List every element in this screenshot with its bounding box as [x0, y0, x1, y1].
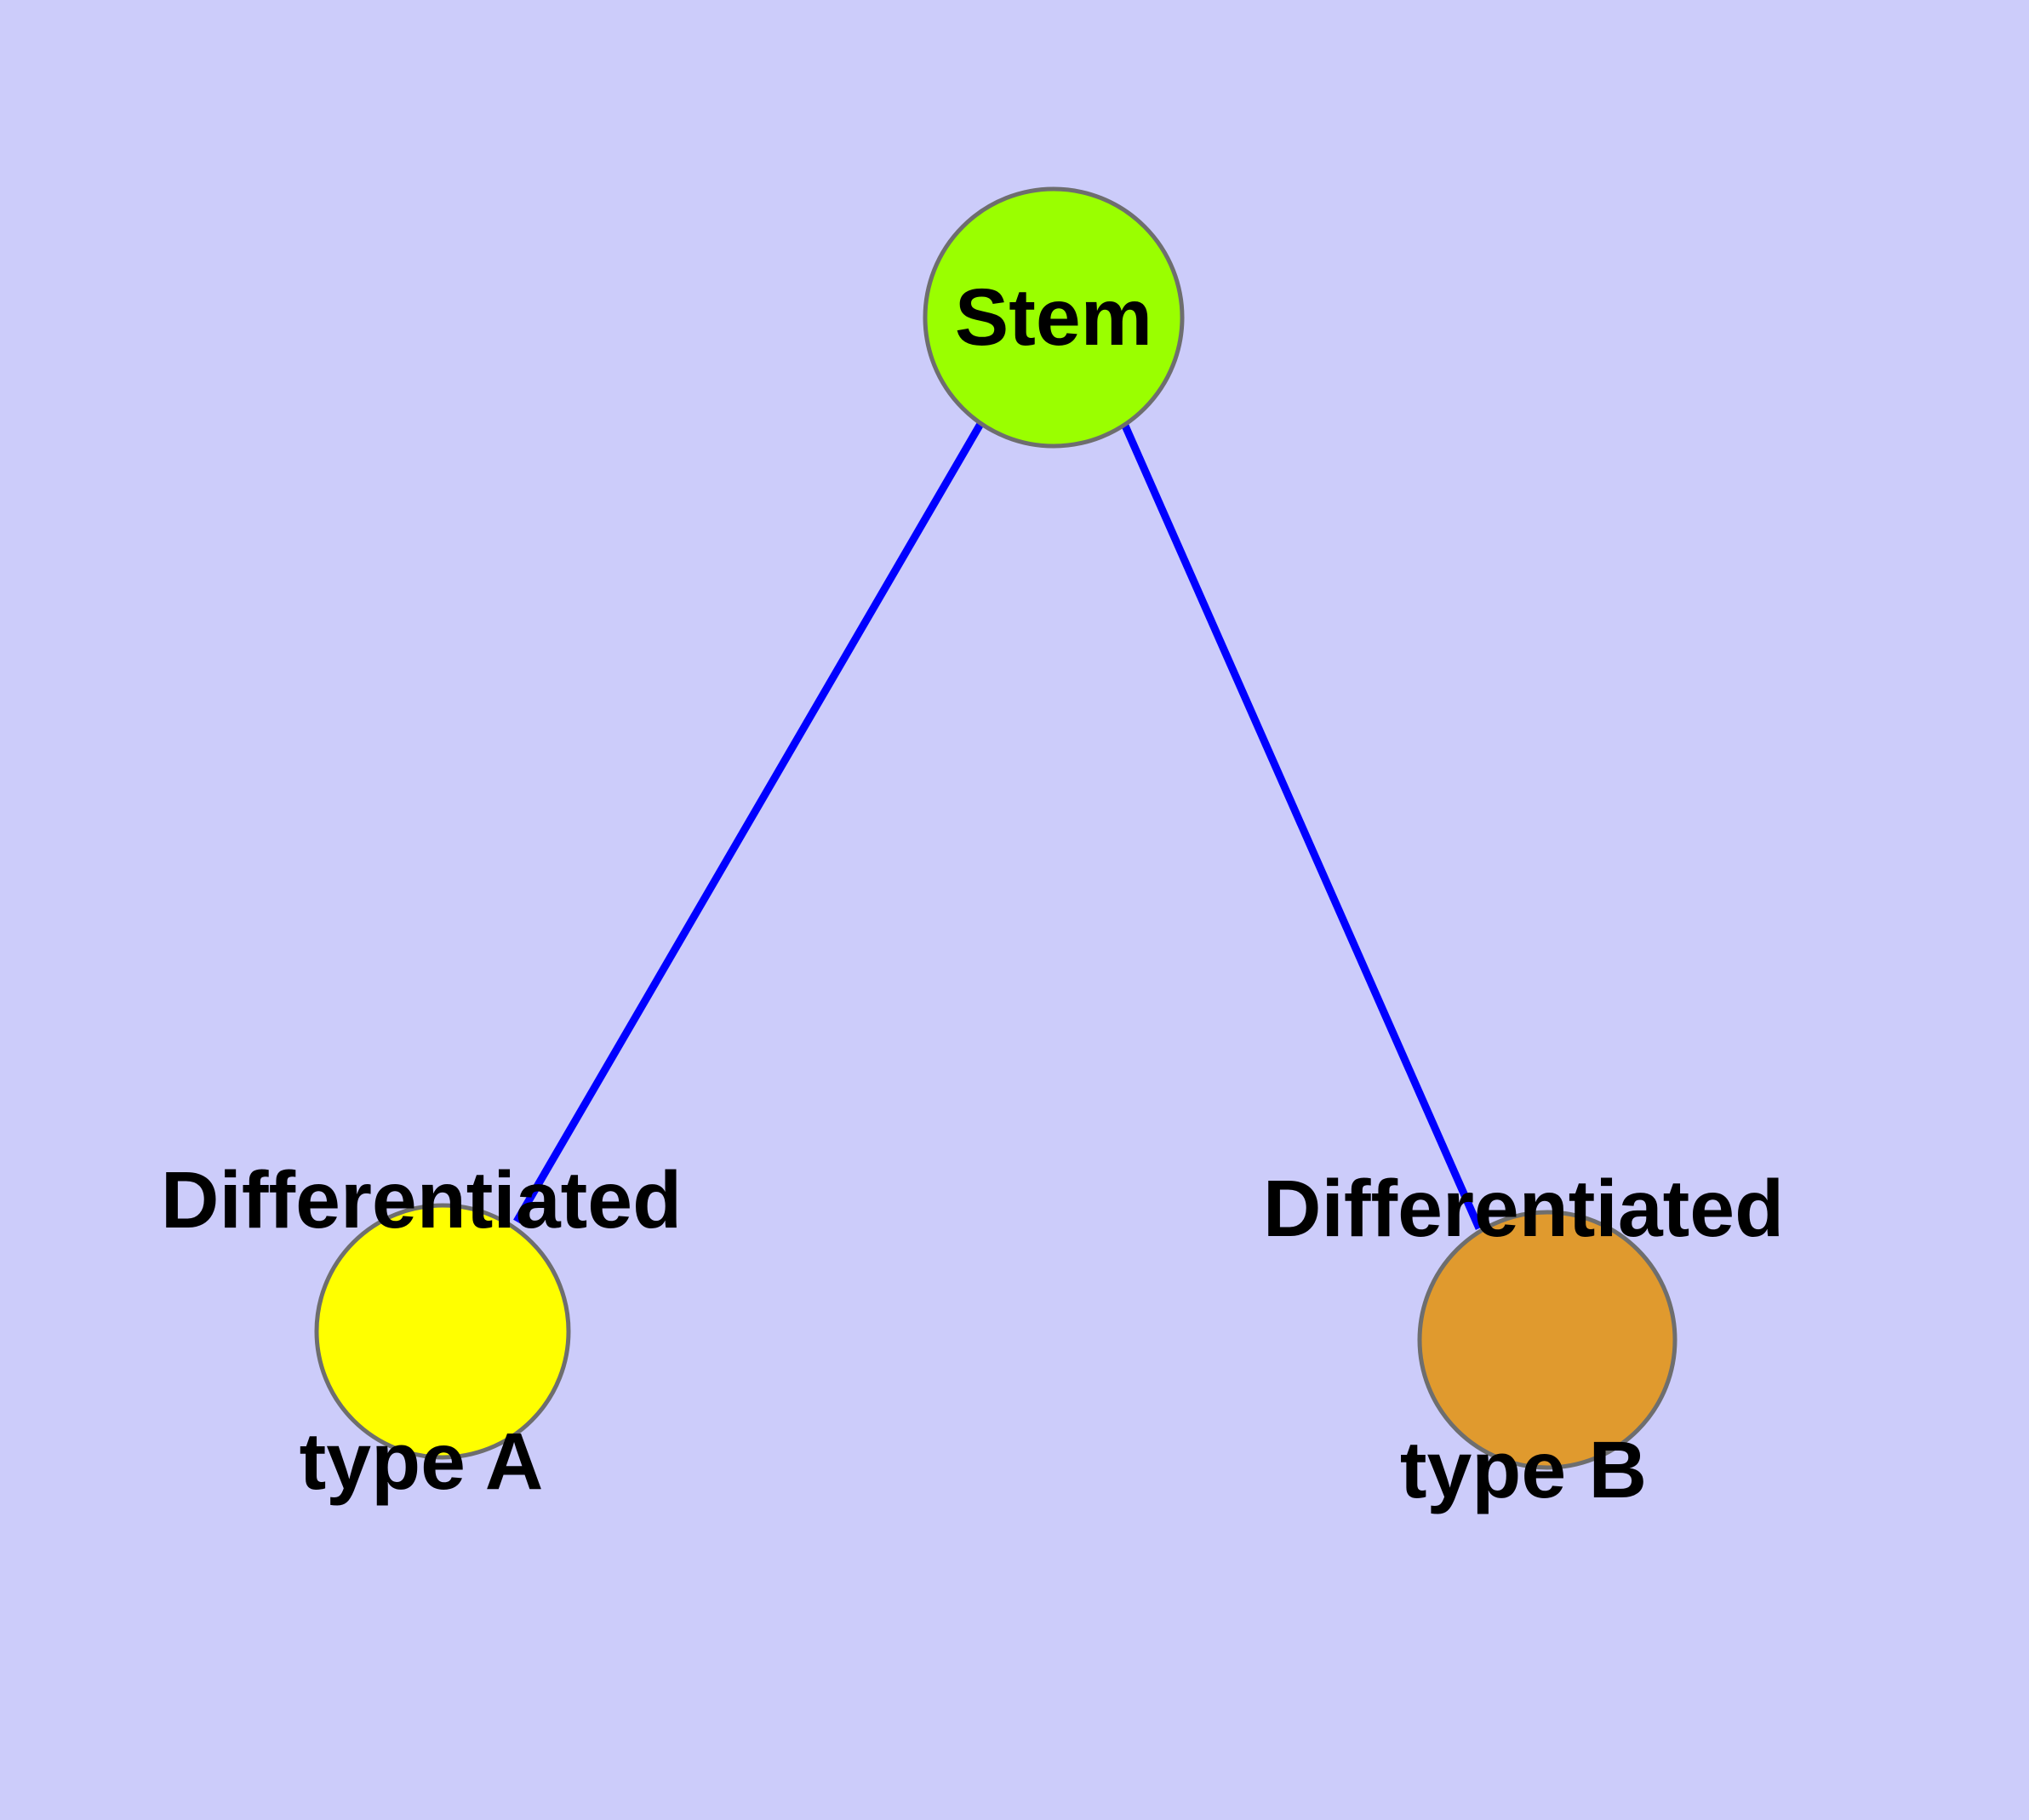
- edge-stem-to-diff-a[interactable]: [513, 421, 984, 1224]
- node-layer: [314, 186, 1677, 1470]
- node-diff-b[interactable]: [1417, 1210, 1677, 1470]
- edge-stem-to-diff-b[interactable]: [1121, 424, 1483, 1230]
- node-diff-a[interactable]: [314, 1203, 571, 1460]
- node-stem[interactable]: [923, 186, 1185, 449]
- edge-layer: [513, 421, 1483, 1230]
